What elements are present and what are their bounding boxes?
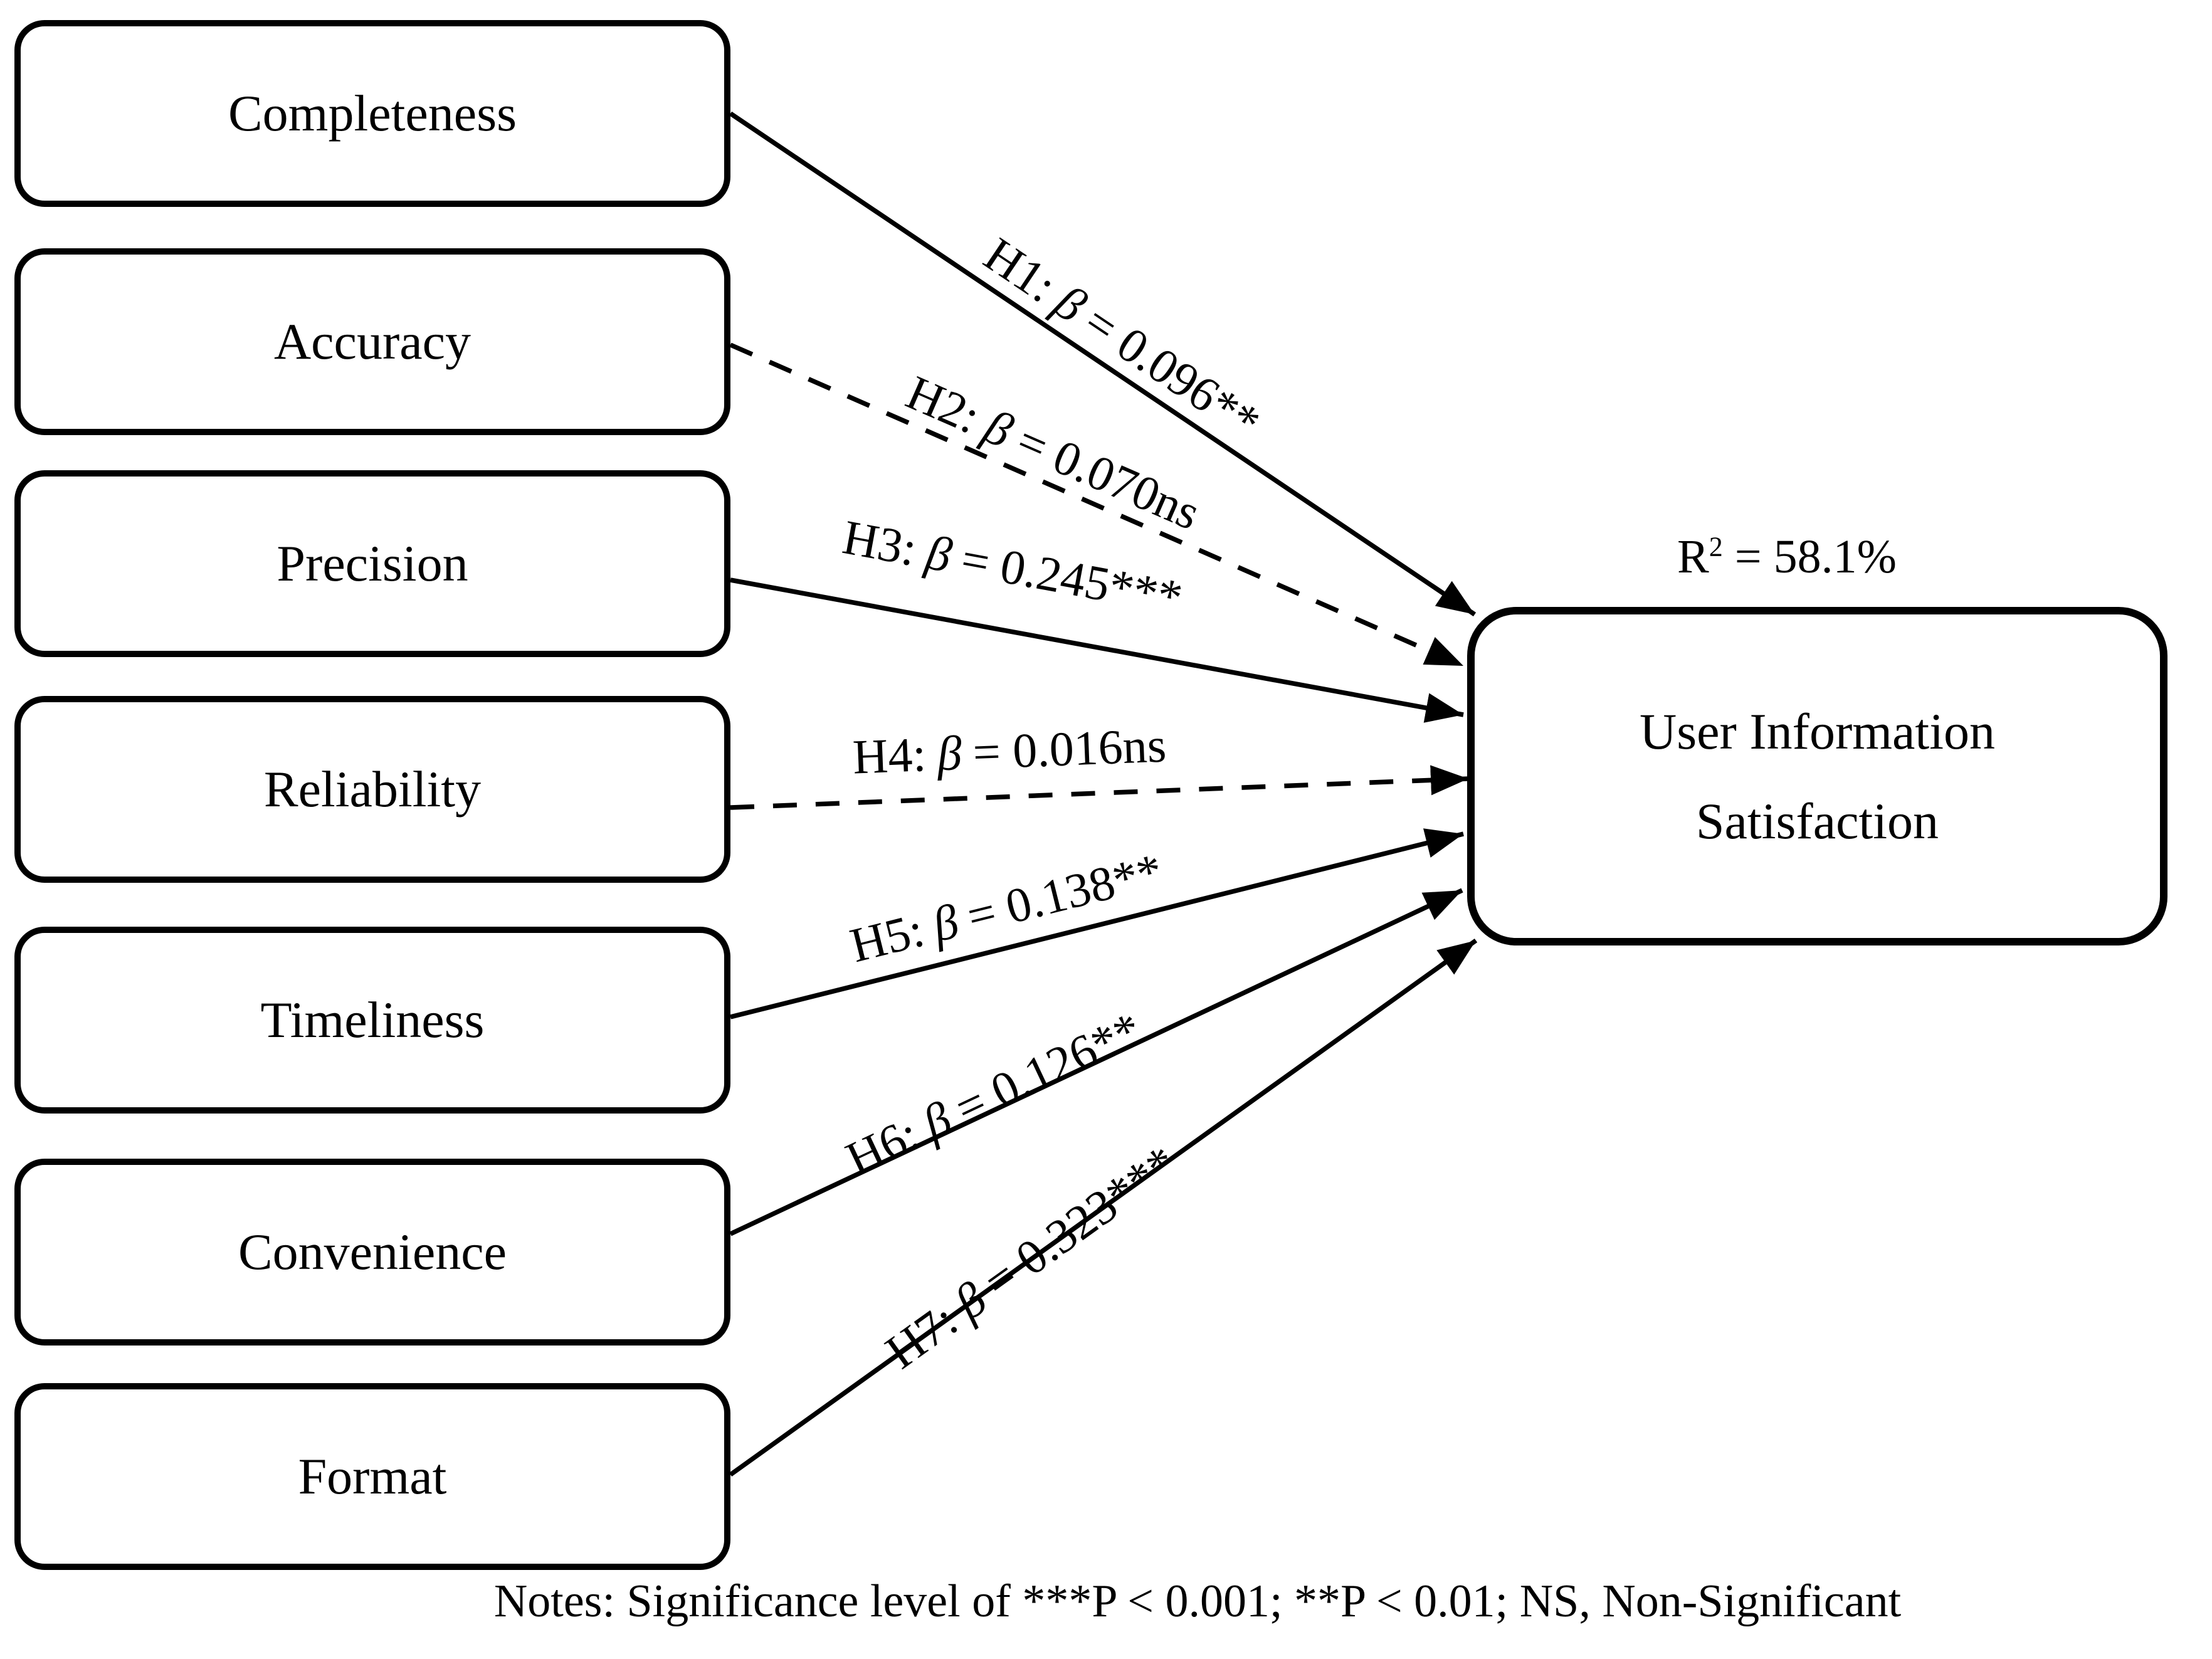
hypothesis-label-h1: H1:β= 0.096** xyxy=(975,227,1270,450)
predictor-box-completeness: Completeness xyxy=(14,20,730,207)
predictor-label: Timeliness xyxy=(260,991,485,1048)
predictor-label: Accuracy xyxy=(273,313,471,370)
hypothesis-id: H4: xyxy=(851,727,927,784)
r-squared-value: = 58.1% xyxy=(1734,530,1897,583)
predictor-label: Reliability xyxy=(263,761,482,818)
predictor-label: Precision xyxy=(276,535,468,592)
predictor-box-precision: Precision xyxy=(14,470,730,657)
outcome-label-line1: User Information xyxy=(1640,702,1995,760)
beta-symbol: β xyxy=(926,893,964,952)
predictor-label: Format xyxy=(298,1448,447,1505)
beta-value: = 0.016ns xyxy=(972,717,1167,779)
hypothesis-id: H1: xyxy=(975,227,1066,313)
arrow-h6 xyxy=(729,888,1463,1236)
arrow-h1 xyxy=(729,111,1477,617)
beta-value: = 0.126** xyxy=(947,1001,1150,1135)
predictor-box-timeliness: Timeliness xyxy=(14,927,730,1114)
outcome-label-line2: Satisfaction xyxy=(1695,793,1939,850)
significance-notes: Notes: Significance level of ***P < 0.00… xyxy=(493,1576,1902,1627)
hypothesis-id: H3: xyxy=(839,509,921,576)
hypothesis-label-h4: H4:β= 0.016ns xyxy=(851,717,1167,784)
beta-value: = 0.245*** xyxy=(957,531,1187,625)
arrow-h3 xyxy=(730,577,1464,723)
beta-value: = 0.138** xyxy=(962,843,1168,944)
arrow-h7 xyxy=(729,938,1478,1477)
predictor-label: Convenience xyxy=(238,1223,507,1280)
hypothesis-label-h6: H6:β= 0.126** xyxy=(838,1001,1149,1186)
arrow-h4 xyxy=(730,765,1469,810)
predictor-box-format: Format xyxy=(14,1383,730,1570)
beta-value: = 0.096** xyxy=(1075,294,1270,450)
predictor-box-accuracy: Accuracy xyxy=(14,248,730,435)
beta-value: = 0.323*** xyxy=(974,1135,1187,1309)
r-squared-annotation: R2 = 58.1% xyxy=(1530,530,2044,584)
beta-value: = 0.070ns xyxy=(1009,413,1208,540)
beta-symbol: β xyxy=(935,725,962,781)
predictor-box-reliability: Reliability xyxy=(14,696,730,883)
hypothesis-id: H7: xyxy=(876,1292,967,1379)
hypothesis-id: H5: xyxy=(845,902,929,973)
hypothesis-label-h5: H5:β= 0.138** xyxy=(845,843,1167,973)
arrow-h2 xyxy=(729,342,1465,668)
arrow-h5 xyxy=(730,828,1464,1019)
predictor-label: Completeness xyxy=(228,85,517,142)
predictor-box-convenience: Convenience xyxy=(14,1159,730,1346)
r-squared-base: R xyxy=(1677,530,1709,583)
beta-symbol: β xyxy=(921,524,956,582)
outcome-box-user-information-satisfaction: User Information Satisfaction xyxy=(1467,607,2167,945)
hypothesis-label-h7: H7:β= 0.323*** xyxy=(876,1135,1187,1379)
r-squared-exponent: 2 xyxy=(1709,531,1723,562)
hypothesis-id: H2: xyxy=(899,365,988,445)
hypothesis-id: H6: xyxy=(838,1106,927,1187)
